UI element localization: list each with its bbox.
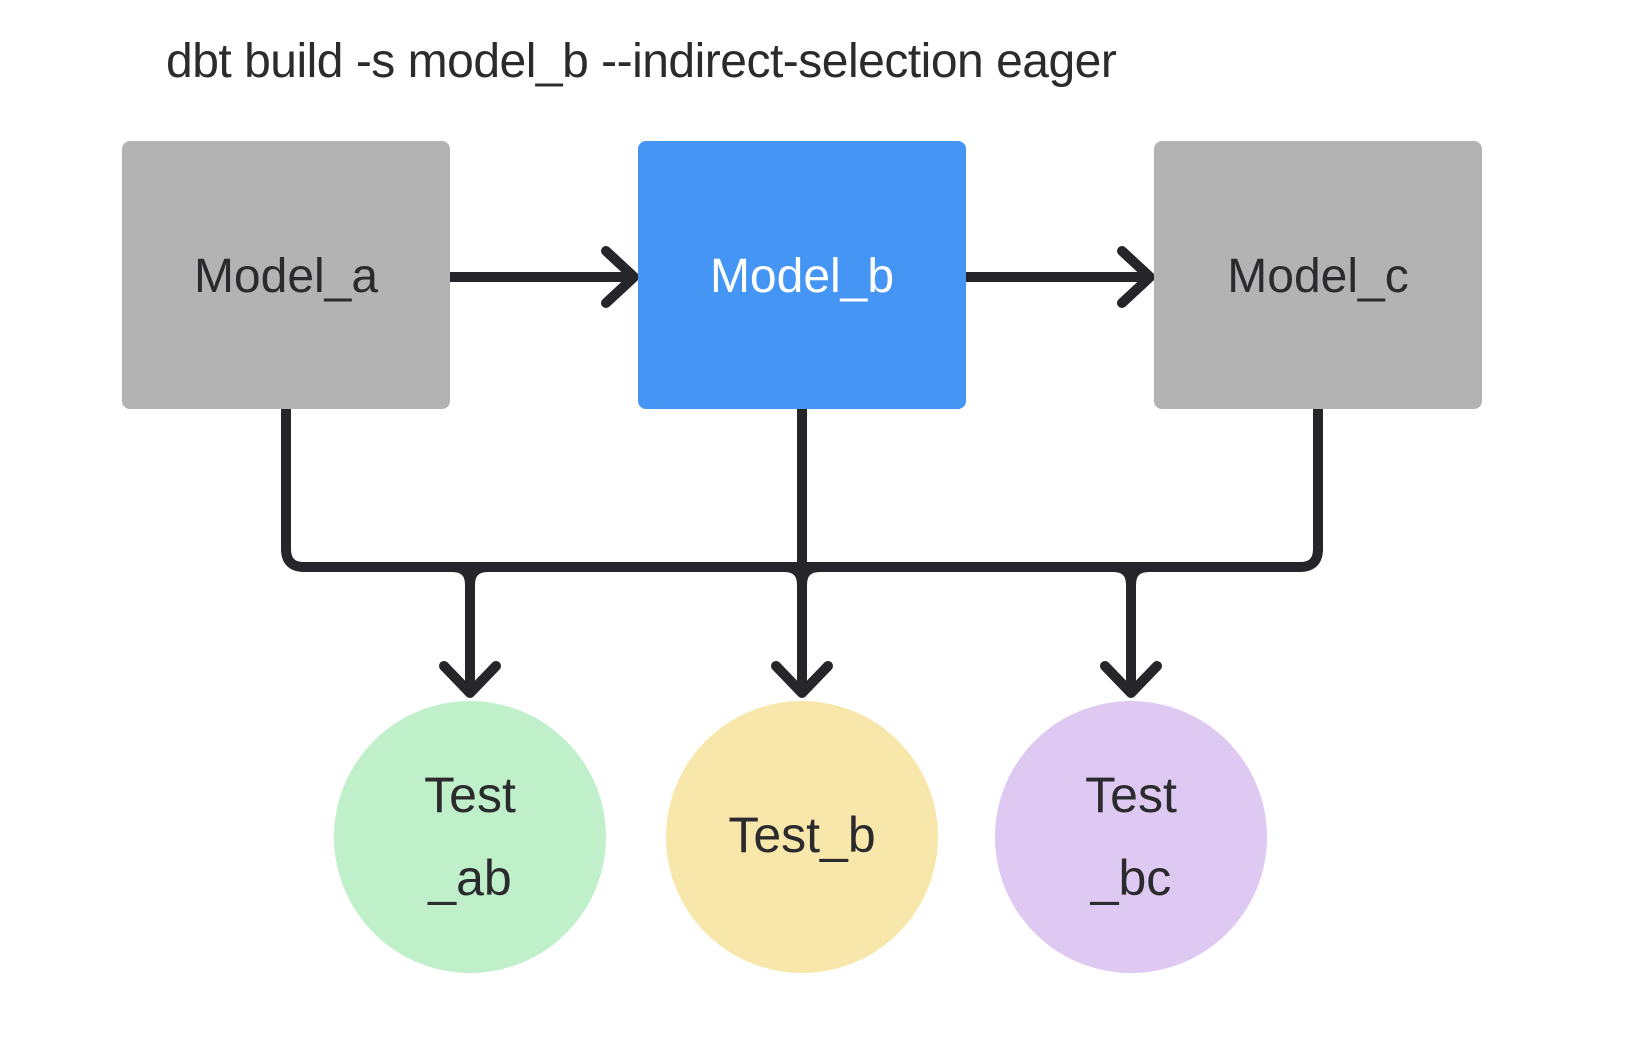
node-model-c: Model_c [1154, 141, 1482, 409]
node-model-a-label: Model_a [194, 250, 378, 303]
node-model-c-box [1154, 141, 1482, 409]
node-test-ab-label-line1: Test [424, 767, 516, 823]
node-test-ab-circle [334, 701, 606, 973]
node-model-a-box [122, 141, 450, 409]
node-test-bc-label-line1: Test [1085, 767, 1177, 823]
node-model-c-label: Model_c [1227, 250, 1408, 303]
edge-layer [281, 246, 1323, 698]
node-test-b-circle [666, 701, 938, 973]
arrowhead-into-test-b [771, 661, 833, 698]
node-test-bc-label-line2: _bc [1090, 850, 1172, 906]
arrowhead-into-test-bc [1100, 661, 1162, 698]
node-test-bc: Test _bc [995, 701, 1267, 973]
node-test-bc-circle [995, 701, 1267, 973]
node-model-b-box [638, 141, 966, 409]
diagram-title: dbt build -s model_b --indirect-selectio… [166, 35, 1117, 88]
node-test-ab: Test _ab [334, 701, 606, 973]
arrowhead-into-model-b [601, 246, 639, 308]
node-model-a: Model_a [122, 141, 450, 409]
node-model-b: Model_b [638, 141, 966, 409]
node-test-b-label: Test_b [728, 807, 875, 863]
arrowhead-into-test-ab [439, 661, 501, 698]
node-test-b: Test_b [666, 701, 938, 973]
node-test-ab-label-line2: _ab [427, 850, 511, 906]
node-model-b-label: Model_b [710, 250, 894, 303]
arrowhead-into-model-c [1117, 246, 1155, 308]
